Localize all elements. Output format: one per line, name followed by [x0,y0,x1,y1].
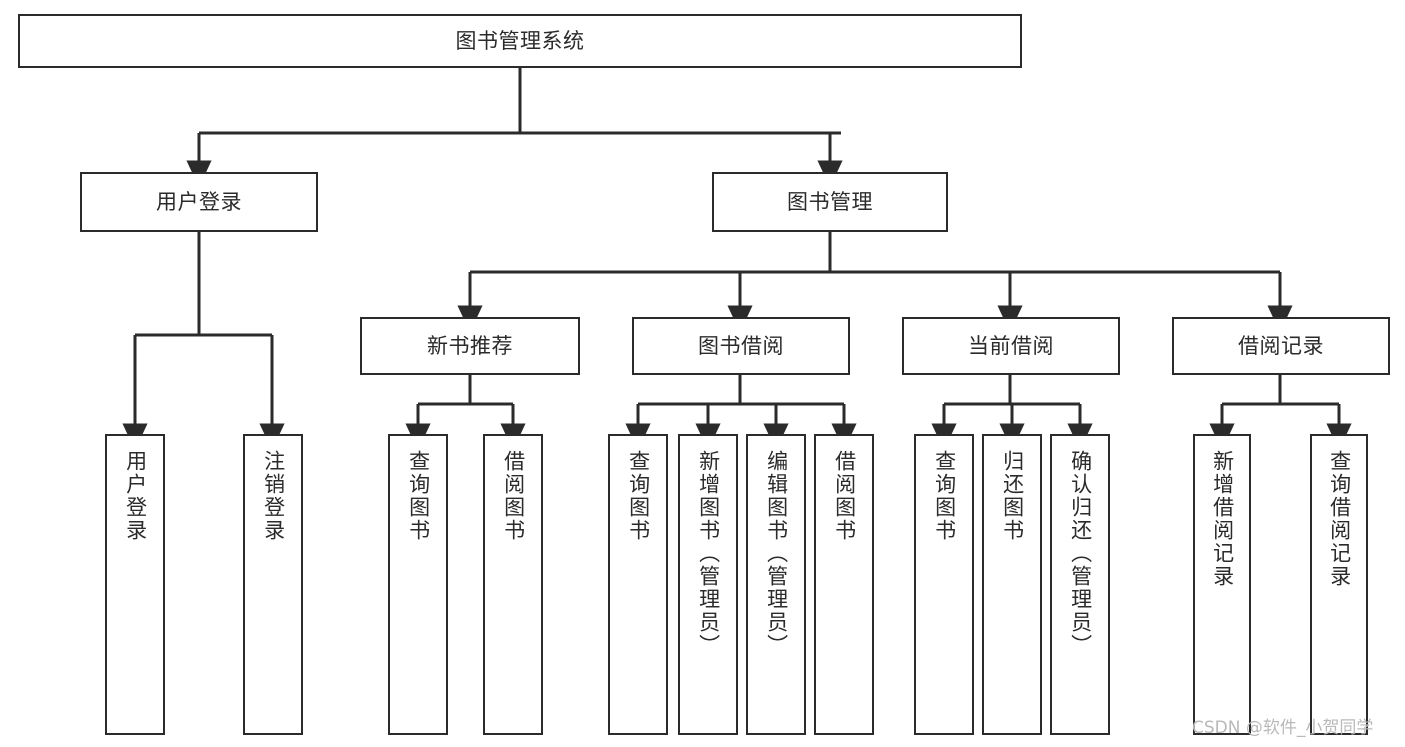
leaf-record-add-record-label: 新增借阅记录 [1210,450,1235,588]
leaf-current-query-book-label: 查询图书 [932,450,957,542]
leaf-borrow-edit-book[interactable]: 编辑图书（管理员） [746,434,806,735]
leaf-current-return-book[interactable]: 归还图书 [982,434,1042,735]
node-borrow-record-label: 借阅记录 [1238,333,1324,358]
node-new-book-recommend-label: 新书推荐 [427,333,513,358]
leaf-recommend-borrow-book-label: 借阅图书 [501,450,526,542]
leaf-borrow-query-book-label: 查询图书 [626,450,651,542]
leaf-recommend-query-book-label: 查询图书 [406,450,431,542]
leaf-borrow-add-book[interactable]: 新增图书（管理员） [678,434,738,735]
leaf-borrow-borrow-book[interactable]: 借阅图书 [814,434,874,735]
csdn-watermark: CSDN @软件_小贺同学 [1192,718,1374,738]
leaf-record-query-record[interactable]: 查询借阅记录 [1310,434,1368,735]
leaf-user-login-signout-label: 注销登录 [261,450,286,542]
leaf-current-query-book[interactable]: 查询图书 [914,434,974,735]
node-book-borrow[interactable]: 图书借阅 [632,317,850,375]
leaf-borrow-add-book-label: 新增图书（管理员） [696,450,721,657]
leaf-user-login-signout[interactable]: 注销登录 [243,434,303,735]
node-borrow-record[interactable]: 借阅记录 [1172,317,1390,375]
leaf-borrow-borrow-book-label: 借阅图书 [832,450,857,542]
node-current-borrow-label: 当前借阅 [968,333,1054,358]
leaf-record-add-record[interactable]: 新增借阅记录 [1193,434,1251,735]
node-root[interactable]: 图书管理系统 [18,14,1022,68]
leaf-record-query-record-label: 查询借阅记录 [1327,450,1352,588]
node-new-book-recommend[interactable]: 新书推荐 [360,317,580,375]
leaf-borrow-edit-book-label: 编辑图书（管理员） [764,450,789,657]
leaf-borrow-query-book[interactable]: 查询图书 [608,434,668,735]
leaf-current-confirm-return-label: 确认归还（管理员） [1068,450,1093,657]
node-user-login[interactable]: 用户登录 [80,172,318,232]
leaf-current-return-book-label: 归还图书 [1000,450,1025,542]
node-book-management-label: 图书管理 [787,189,873,214]
node-root-label: 图书管理系统 [455,28,585,53]
node-book-borrow-label: 图书借阅 [698,333,784,358]
node-book-management[interactable]: 图书管理 [712,172,948,232]
node-user-login-label: 用户登录 [156,189,242,214]
leaf-recommend-query-book[interactable]: 查询图书 [388,434,448,735]
leaf-current-confirm-return[interactable]: 确认归还（管理员） [1050,434,1110,735]
leaf-recommend-borrow-book[interactable]: 借阅图书 [483,434,543,735]
node-current-borrow[interactable]: 当前借阅 [902,317,1120,375]
leaf-user-login-signin[interactable]: 用户登录 [105,434,165,735]
leaf-user-login-signin-label: 用户登录 [123,450,148,542]
